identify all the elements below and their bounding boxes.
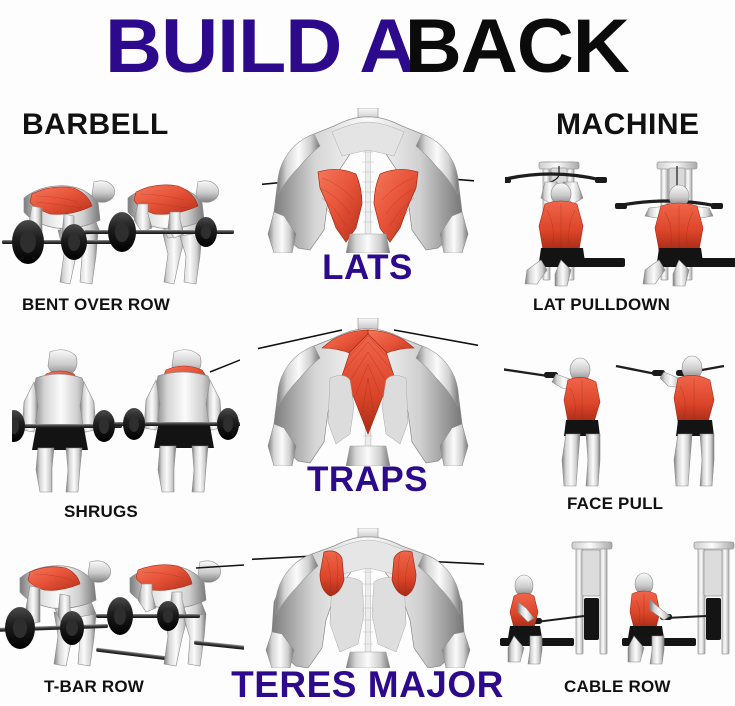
barbell-bar bbox=[114, 422, 240, 426]
cable-row-frame-2 bbox=[622, 541, 735, 665]
cable bbox=[504, 368, 549, 378]
machine-frame bbox=[693, 541, 735, 655]
exercise-label-lat-pulldown: LAT PULLDOWN bbox=[533, 295, 671, 314]
pointer-line bbox=[195, 564, 244, 569]
pointer-line-right bbox=[393, 329, 478, 347]
exercise-illustration-t-bar-row bbox=[0, 540, 244, 672]
page-title: BUILD A BACK bbox=[0, 6, 735, 88]
cable-handle bbox=[652, 370, 665, 376]
weight-stack bbox=[706, 598, 721, 640]
lat-pulldown-bar bbox=[616, 199, 718, 208]
cable-row-frame-1 bbox=[500, 541, 613, 665]
shorts bbox=[564, 420, 600, 436]
lat-pulldown-frame-2 bbox=[615, 161, 735, 287]
cable bbox=[665, 615, 707, 619]
cable bbox=[615, 364, 657, 376]
traps-anatomy-illustration bbox=[258, 318, 478, 466]
column-header-machine: MACHINE bbox=[556, 108, 700, 141]
muscle-label-lats: LATS bbox=[322, 248, 413, 287]
muscle-label-traps: TRAPS bbox=[306, 460, 429, 499]
exercise-illustration-shrugs bbox=[12, 338, 240, 496]
bent-over-row-frame-2 bbox=[84, 180, 234, 285]
highlight-trapezius bbox=[341, 333, 395, 435]
shorts bbox=[628, 626, 664, 638]
shrugs-frame-2 bbox=[114, 349, 240, 493]
exercise-illustration-face-pull bbox=[504, 338, 734, 490]
shorts bbox=[154, 426, 214, 448]
teres-major-anatomy-illustration bbox=[252, 528, 484, 668]
exercise-illustration-lat-pulldown bbox=[505, 158, 735, 290]
lats-anatomy-illustration bbox=[262, 108, 474, 253]
pointer-line-left bbox=[252, 555, 315, 561]
face-pull-frame-1 bbox=[504, 357, 601, 487]
shorts bbox=[676, 420, 714, 436]
face-pull-frame-2 bbox=[615, 355, 725, 487]
exercise-illustration-bent-over-row bbox=[2, 158, 238, 290]
highlight-teres-major-left bbox=[319, 550, 345, 597]
head bbox=[87, 560, 111, 583]
shorts bbox=[539, 248, 585, 262]
head bbox=[197, 560, 221, 583]
machine-frame bbox=[571, 541, 613, 655]
t-bar-shaft bbox=[96, 647, 170, 661]
exercise-label-bent-over-row: BENT OVER ROW bbox=[22, 295, 171, 314]
exercise-illustration-cable-row bbox=[500, 532, 735, 672]
column-header-barbell: BARBELL bbox=[22, 108, 169, 141]
torso-posterior bbox=[265, 528, 471, 668]
shorts bbox=[657, 248, 703, 262]
exercise-label-t-bar-row: T-BAR ROW bbox=[44, 677, 145, 696]
shorts bbox=[508, 626, 542, 638]
lat-pulldown-bar bbox=[505, 172, 602, 182]
exercise-label-cable-row: CABLE ROW bbox=[564, 677, 671, 696]
t-bar-shaft bbox=[194, 640, 244, 652]
highlight-teres-major bbox=[27, 566, 81, 591]
exercise-label-face-pull: FACE PULL bbox=[567, 494, 664, 513]
highlight-teres-major-right bbox=[391, 550, 417, 597]
exercise-label-shrugs: SHRUGS bbox=[64, 502, 138, 521]
torso-posterior bbox=[267, 108, 469, 253]
cable bbox=[535, 615, 585, 623]
title-black-part: BACK bbox=[404, 6, 630, 88]
pointer-line-left bbox=[258, 329, 343, 350]
pointer-line bbox=[209, 359, 240, 373]
weight-stack bbox=[584, 598, 599, 640]
muscle-label-teres-major: TERES MAJOR bbox=[231, 664, 504, 705]
title-purple-part: BUILD A bbox=[104, 6, 416, 88]
shrugs-frame-1 bbox=[12, 349, 122, 493]
t-bar-row-frame-2 bbox=[96, 560, 244, 667]
torso-posterior bbox=[267, 318, 469, 466]
t-bar-row-frame-1 bbox=[0, 560, 170, 667]
bent-over-row-frame-1 bbox=[2, 180, 115, 285]
lat-pulldown-frame-1 bbox=[505, 161, 625, 287]
shorts bbox=[32, 428, 88, 450]
